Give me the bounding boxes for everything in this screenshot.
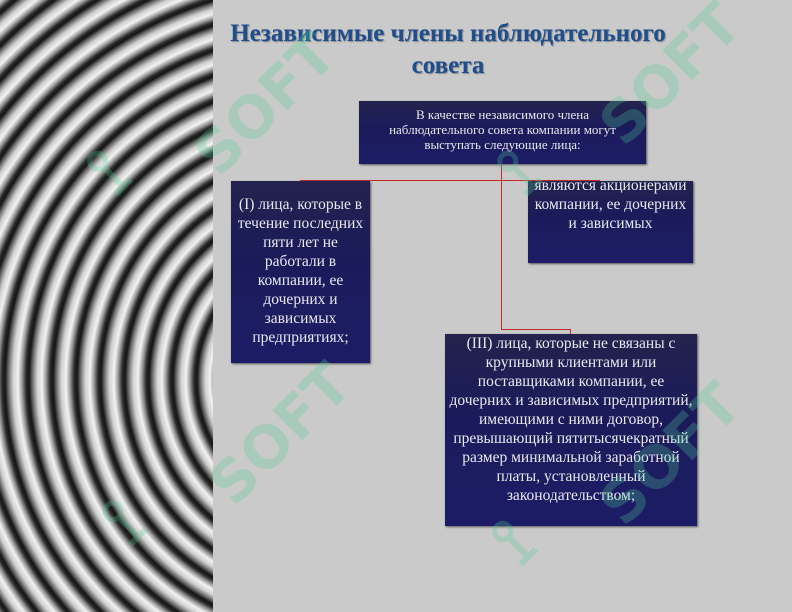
node-criterion-2-text: (II) лица, которые являются акционерами …: [534, 181, 687, 232]
root-node-text: В качестве независимого члена наблюдател…: [389, 107, 616, 152]
connector-line: [501, 164, 502, 181]
decorative-stripe-panel: [0, 0, 213, 612]
slide-title-line-1: Независимые члены наблюдательного: [230, 20, 666, 47]
node-criterion-3: (III) лица, которые не связаны с крупным…: [445, 334, 697, 526]
connector-line: [501, 329, 571, 330]
root-node: В качестве независимого члена наблюдател…: [359, 101, 646, 164]
connector-line: [570, 329, 571, 334]
node-criterion-3-text: (III) лица, которые не связаны с крупным…: [449, 335, 693, 504]
node-criterion-1: (I) лица, которые в течение последних пя…: [231, 181, 370, 363]
node-criterion-1-text: (I) лица, которые в течение последних пя…: [237, 196, 364, 346]
node-criterion-2: (II) лица, которые являются акционерами …: [528, 181, 693, 263]
slide-title-line-2: совета: [411, 52, 485, 79]
connector-line: [300, 180, 600, 181]
connector-line: [501, 181, 502, 329]
